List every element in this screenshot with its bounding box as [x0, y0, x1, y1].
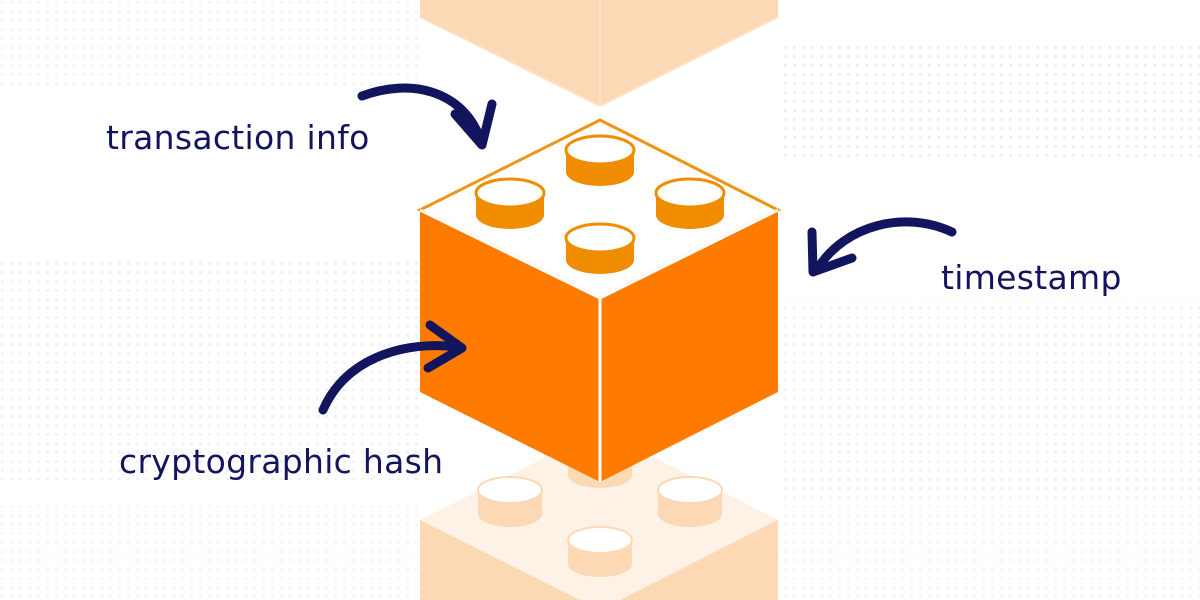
timestamp-label: timestamp: [941, 258, 1122, 297]
previous-block-ghost: [419, 0, 779, 108]
cryptographic-hash-label: cryptographic hash: [119, 442, 444, 481]
transaction-info-label: transaction info: [106, 118, 370, 157]
block-stud-left: [474, 177, 546, 229]
curved-arrow-icon: [357, 83, 497, 150]
block-stud-back: [564, 134, 636, 186]
block-stud-right: [654, 177, 726, 229]
block-side-face: [600, 210, 778, 482]
curved-arrow-icon: [318, 320, 467, 415]
main-block-brick: [416, 118, 782, 482]
curved-arrow-icon: [807, 217, 957, 277]
block-stud-front: [564, 222, 636, 274]
block-front-face: [420, 210, 600, 482]
